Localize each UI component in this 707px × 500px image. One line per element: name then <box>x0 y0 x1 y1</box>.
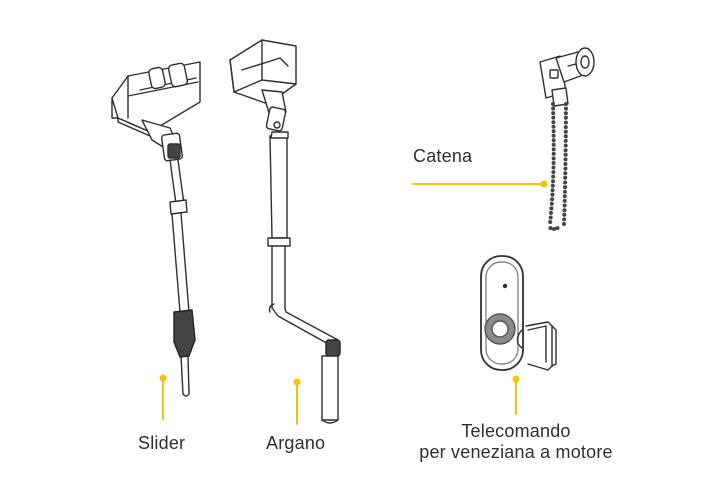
chain-bead <box>563 185 567 190</box>
chain-bead <box>555 226 560 231</box>
chain-bead <box>563 143 568 148</box>
chain-bead <box>563 175 568 180</box>
chain-bead <box>563 152 568 157</box>
chain-bead <box>551 120 556 125</box>
chain-bead <box>551 156 556 161</box>
chain-bead <box>551 179 555 184</box>
chain-bead <box>550 192 555 197</box>
chain-bead <box>549 206 554 211</box>
chain-bead <box>551 165 556 170</box>
chain-bead <box>551 133 556 138</box>
chain-bead <box>551 102 555 106</box>
slider-leader-dot <box>159 374 167 382</box>
chain-bead <box>551 161 556 165</box>
chain-bead <box>562 222 566 226</box>
argano-label: Argano <box>266 433 326 453</box>
chain-bead <box>551 129 556 134</box>
slider-pole-icon <box>111 61 201 397</box>
chain-bead <box>551 170 556 175</box>
chain-bead <box>551 115 556 120</box>
chain-mechanism-icon <box>539 47 595 107</box>
chain-bead <box>563 129 568 134</box>
chain-bead <box>551 138 556 143</box>
chain-bead <box>562 217 567 222</box>
chain-bead <box>551 174 556 179</box>
chain-bead <box>564 102 568 106</box>
chain-bead <box>564 106 568 111</box>
chain-bead <box>563 111 568 116</box>
chain-bead <box>563 125 568 130</box>
telecomando-leader-dot <box>512 375 520 383</box>
catena-leader-dot <box>540 180 548 188</box>
chain-beads <box>548 102 568 231</box>
chain-bead <box>563 166 568 171</box>
chain-bead <box>550 188 555 193</box>
chain-bead <box>551 106 556 111</box>
chain-bead <box>548 215 553 220</box>
chain-bead <box>563 180 568 185</box>
chain-bead <box>563 148 568 153</box>
argano-leader-dot <box>293 378 301 386</box>
telecomando-label-line2: per veneziana a motore <box>419 442 613 462</box>
chain-bead <box>551 142 556 147</box>
catena-label: Catena <box>413 146 473 166</box>
chain-bead <box>549 210 553 215</box>
chain-bead <box>562 189 567 194</box>
chain-bead <box>563 171 568 176</box>
chain-bead <box>552 227 556 231</box>
remote-control-icon <box>480 255 557 371</box>
slider-label: Slider <box>138 433 186 453</box>
crank-handle-icon <box>229 39 341 424</box>
chain-bead <box>562 194 567 199</box>
chain-bead <box>551 124 556 129</box>
chain-bead <box>550 197 555 202</box>
chain-bead <box>563 157 568 162</box>
chain-bead <box>551 111 556 116</box>
chain-bead <box>549 201 554 206</box>
chain-bead <box>562 203 567 208</box>
chain-bead <box>562 198 567 203</box>
chain-bead <box>550 183 555 188</box>
chain-bead <box>563 162 568 166</box>
chain-bead <box>563 115 568 120</box>
chain-bead <box>551 147 556 152</box>
chain-bead <box>548 226 553 231</box>
chain-bead <box>563 120 568 125</box>
chain-bead <box>562 208 567 213</box>
chain-bead <box>563 138 568 143</box>
chain-bead <box>562 212 567 217</box>
chain-bead <box>563 134 568 139</box>
chain-bead <box>548 220 553 224</box>
chain-bead <box>551 151 556 156</box>
telecomando-label-line1: Telecomando <box>461 421 571 441</box>
